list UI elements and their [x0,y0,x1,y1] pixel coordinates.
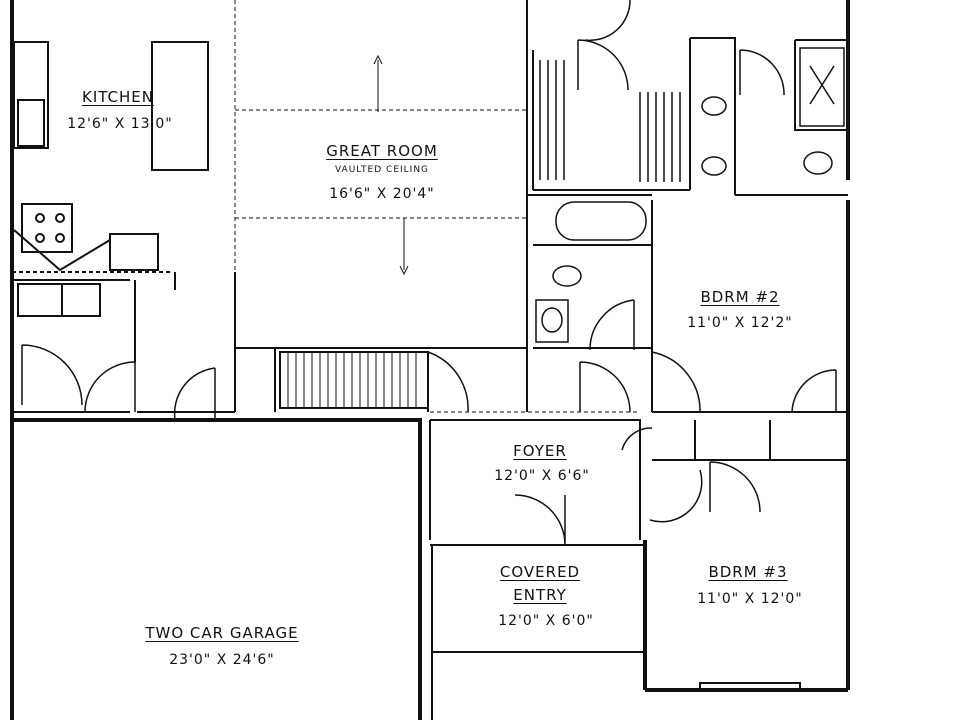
bath-fixtures [535,47,845,343]
bedroom-3-label: BDRM #3 [708,563,788,581]
great-room-note: VAULTED CEILING [334,165,430,175]
great-room-label: GREAT ROOM [326,142,438,160]
kitchen-fixtures [12,41,236,290]
foyer-dimensions: 12'0" X 6'6" [494,468,590,484]
great-room-dimensions: 16'6" X 20'4" [329,186,435,202]
foyer-label: FOYER [513,442,567,460]
stair-treads [287,352,417,408]
kitchen-label: KITCHEN [82,88,154,106]
bedroom-2-dimensions: 11'0" X 12'2" [687,315,793,331]
bedroom-2-label: BDRM #2 [700,288,780,306]
vault-arrows [373,54,409,276]
covered-entry-label-line2: ENTRY [513,586,567,604]
garage-label: TWO CAR GARAGE [145,624,299,642]
great-room-dashes [234,0,640,413]
bedroom-3-dimensions: 11'0" X 12'0" [697,591,803,607]
interior-walls [14,0,848,720]
exterior-walls [10,0,850,720]
covered-entry-dimensions: 12'0" X 6'0" [498,613,594,629]
kitchen-dimensions: 12'6" X 13'0" [67,116,173,132]
covered-entry-label-line1: COVERED [499,563,581,581]
garage-dimensions: 23'0" X 24'6" [169,652,275,668]
door-swings [21,0,837,546]
